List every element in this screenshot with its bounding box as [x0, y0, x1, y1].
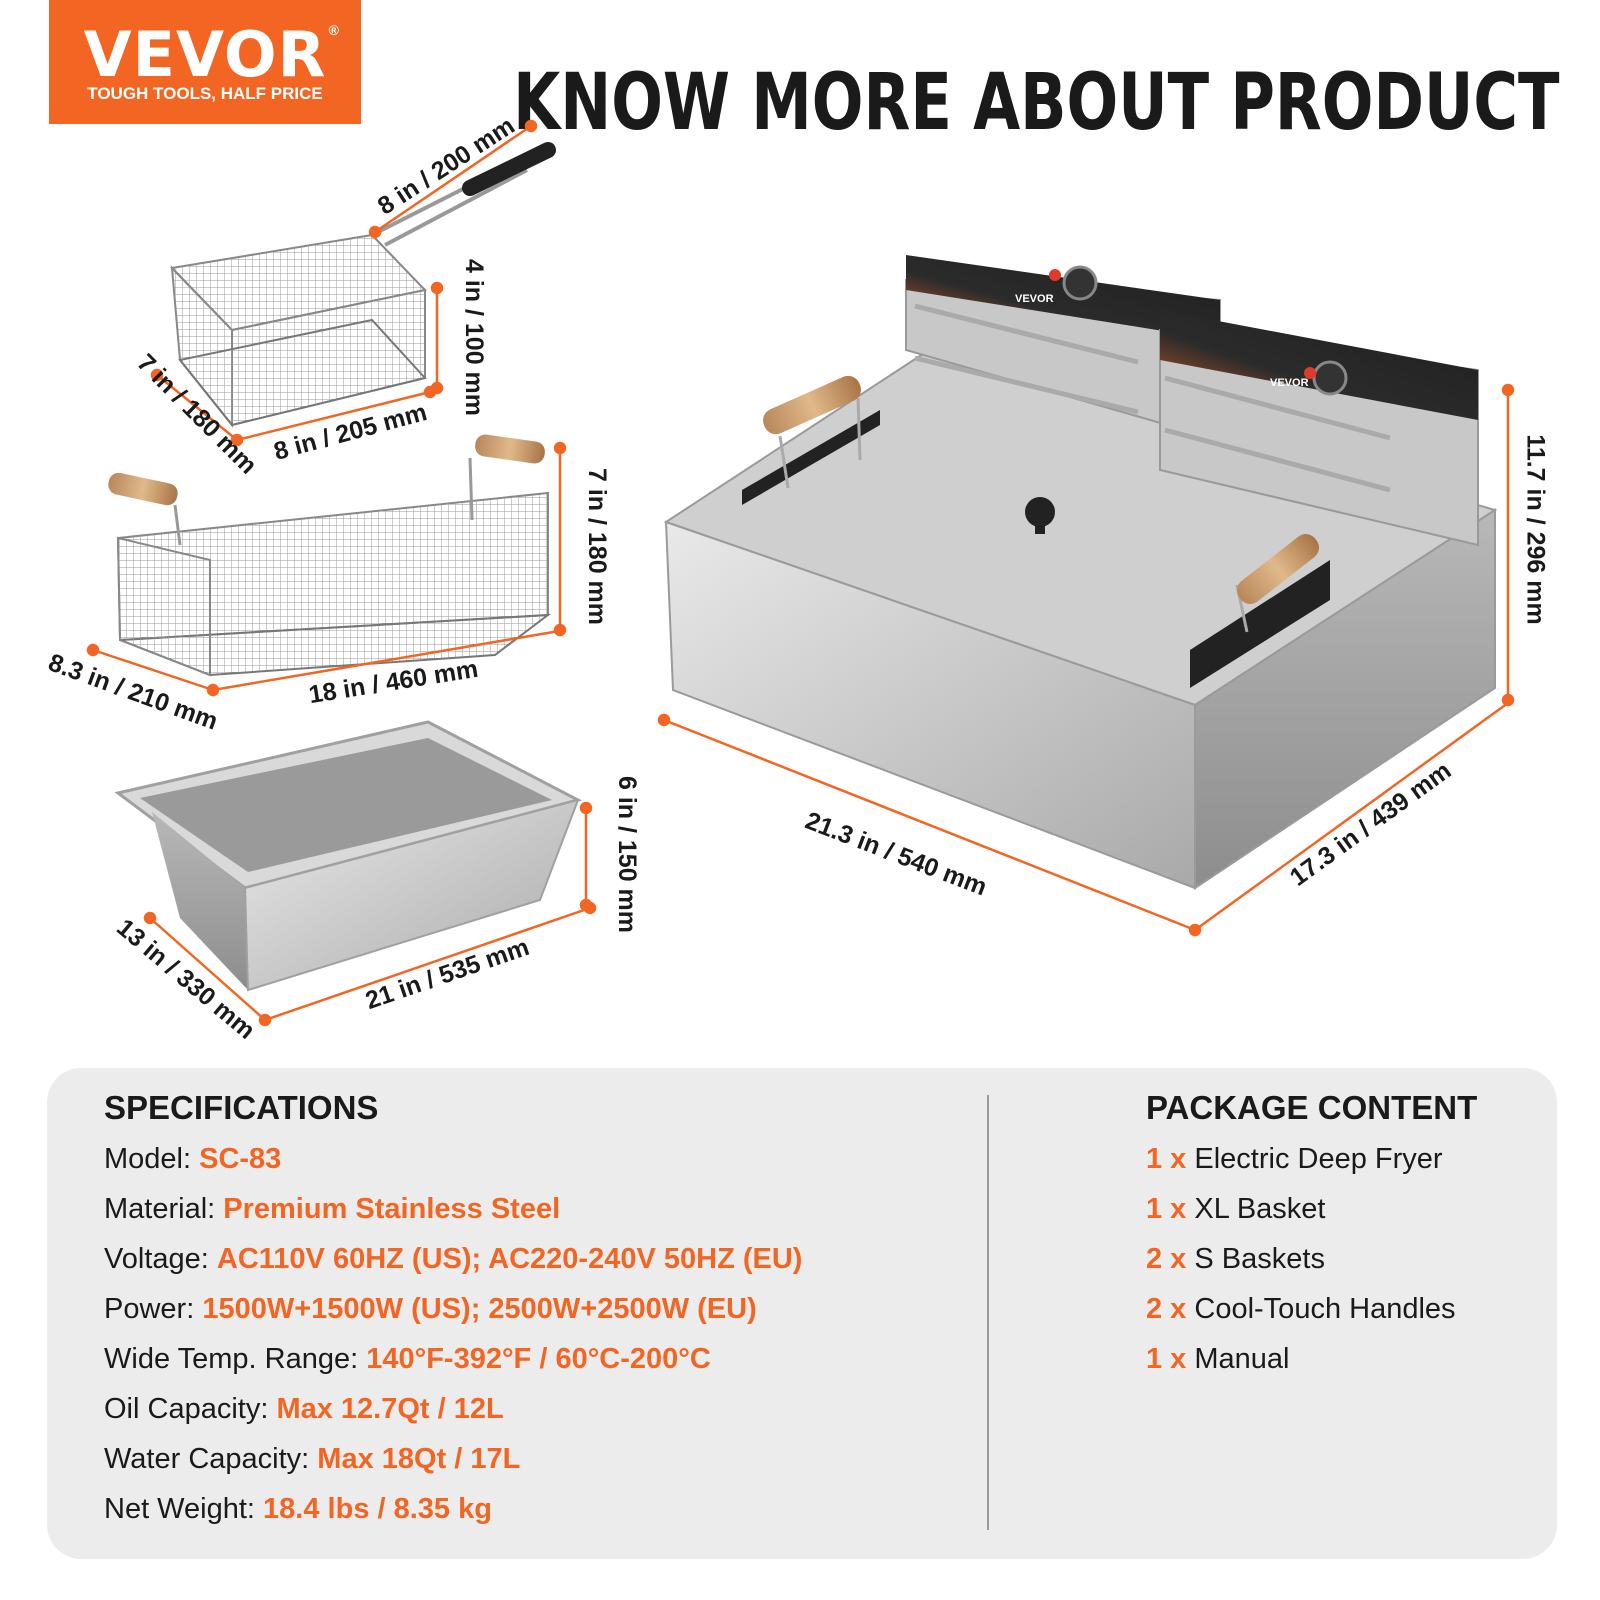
fryer-panel-brand-2: VEVOR: [1270, 377, 1309, 389]
specifications-title: SPECIFICATIONS: [104, 1089, 379, 1126]
package-item: 2 x S Baskets: [1146, 1243, 1325, 1275]
panel-divider: [987, 1095, 989, 1530]
spec-row-water-capacity: Water Capacity: Max 18Qt / 17L: [104, 1443, 521, 1475]
xl-basket: [108, 434, 552, 677]
fryer-panel-brand-1: VEVOR: [1015, 293, 1054, 305]
specifications-panel: [47, 1068, 1557, 1559]
dimension-lines: [86, 119, 1515, 1027]
spec-row-net-weight: Net Weight: 18.4 lbs / 8.35 kg: [104, 1493, 492, 1525]
package-item: 1 x XL Basket: [1146, 1193, 1326, 1225]
spec-row-model: Model: SC-83: [104, 1143, 282, 1175]
small-basket-height: 4 in / 100 mm: [460, 258, 489, 417]
spec-row-power: Power: 1500W+1500W (US); 2500W+2500W (EU…: [104, 1293, 757, 1325]
xl-basket-height: 7 in / 180 mm: [583, 467, 612, 626]
spec-row-temp-range: Wide Temp. Range: 140°F-392°F / 60°C-200…: [104, 1343, 711, 1375]
vevor-logo: VEVOR ® TOUGH TOOLS, HALF PRICE: [49, 0, 361, 124]
page-headline: KNOW MORE ABOUT PRODUCT: [513, 58, 1560, 148]
package-item: 1 x Manual: [1146, 1343, 1290, 1375]
oil-tank-height: 6 in / 150 mm: [613, 775, 642, 934]
fryer-height: 11.7 in / 296 mm: [1521, 434, 1550, 625]
logo-registered-mark: ®: [328, 22, 339, 38]
electric-deep-fryer: VEVOR VEVOR: [663, 255, 1498, 890]
spec-row-material: Material: Premium Stainless Steel: [104, 1193, 561, 1225]
oil-tank: [114, 720, 583, 992]
small-basket: [169, 142, 556, 428]
spec-row-voltage: Voltage: AC110V 60HZ (US); AC220-240V 50…: [104, 1243, 803, 1275]
package-item: 1 x Electric Deep Fryer: [1146, 1143, 1443, 1175]
package-item: 2 x Cool-Touch Handles: [1146, 1293, 1456, 1325]
spec-row-oil-capacity: Oil Capacity: Max 12.7Qt / 12L: [104, 1393, 504, 1425]
logo-brand-name: VEVOR: [83, 18, 327, 91]
logo-tagline: TOUGH TOOLS, HALF PRICE: [87, 84, 323, 103]
package-content-title: PACKAGE CONTENT: [1146, 1089, 1478, 1126]
